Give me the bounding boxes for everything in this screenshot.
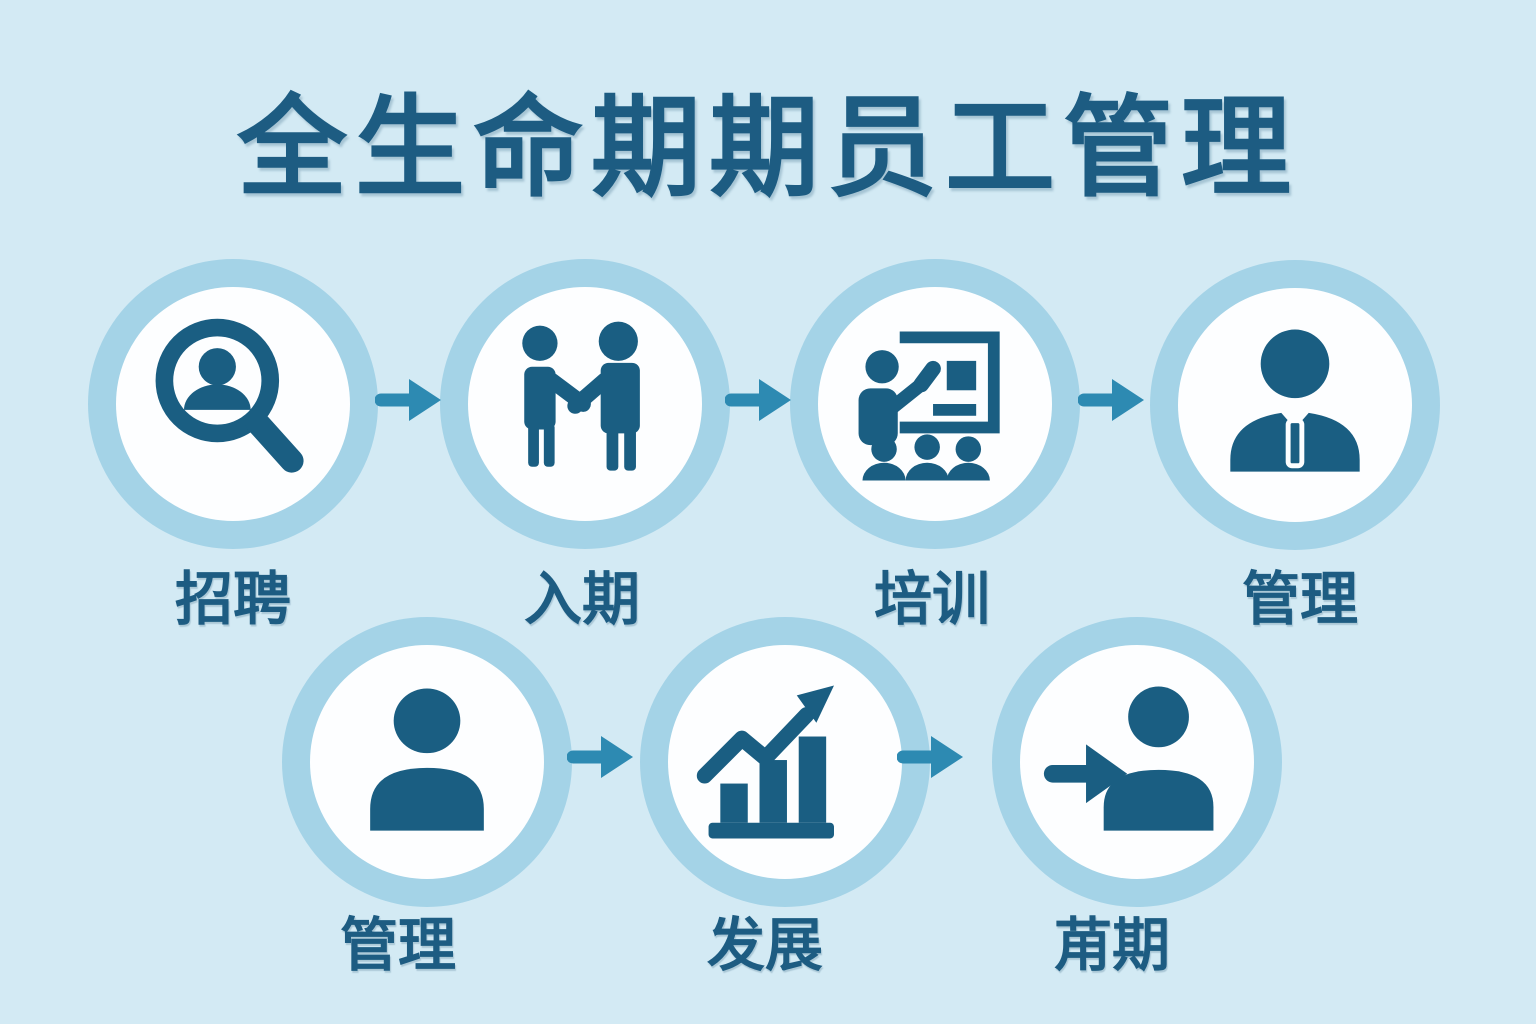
stage-circle-inner (1178, 288, 1412, 522)
flow-arrow-4 (567, 736, 633, 778)
stage-label-management: 管理 (1241, 567, 1359, 632)
stage-label-development: 发展 (706, 913, 824, 978)
stage-circle-management (1150, 260, 1440, 550)
stage-circle-inner (818, 287, 1052, 521)
stage-circle-inner (668, 645, 902, 879)
stage-circle-inner (468, 287, 702, 521)
flow-arrow-2 (725, 379, 791, 421)
handshake-icon (522, 321, 640, 471)
search-person-icon (155, 318, 304, 473)
stage-circle-training (790, 259, 1080, 549)
stage-circle-development (640, 617, 930, 907)
manager-bust-icon (1230, 329, 1360, 472)
stage-label-offboarding: 苚期 (1053, 913, 1171, 978)
stage-circle-management-2 (282, 617, 572, 907)
stage-circle-offboarding (992, 617, 1282, 907)
flow-arrow-3 (1078, 379, 1144, 421)
stage-circle-inner (1020, 645, 1254, 879)
stage-circle-recruitment (88, 259, 378, 549)
stage-label-management-2: 管理 (339, 913, 457, 978)
training-presentation-icon (858, 331, 1000, 481)
stage-label-training: 培训 (873, 567, 991, 632)
stage-label-recruitment: 招聘 (174, 567, 292, 632)
person-icon (370, 688, 484, 831)
stage-circle-onboarding (440, 259, 730, 549)
page-title: 全生命期期员工管理 (237, 87, 1299, 210)
person-exit-arrow-icon (1043, 686, 1214, 831)
stage-label-onboarding: 入期 (523, 567, 641, 632)
stage-circle-inner (116, 287, 350, 521)
flow-arrow-5 (897, 736, 963, 778)
flow-arrow-1 (375, 379, 441, 421)
growth-chart-icon (696, 685, 834, 839)
stage-circle-inner (310, 645, 544, 879)
